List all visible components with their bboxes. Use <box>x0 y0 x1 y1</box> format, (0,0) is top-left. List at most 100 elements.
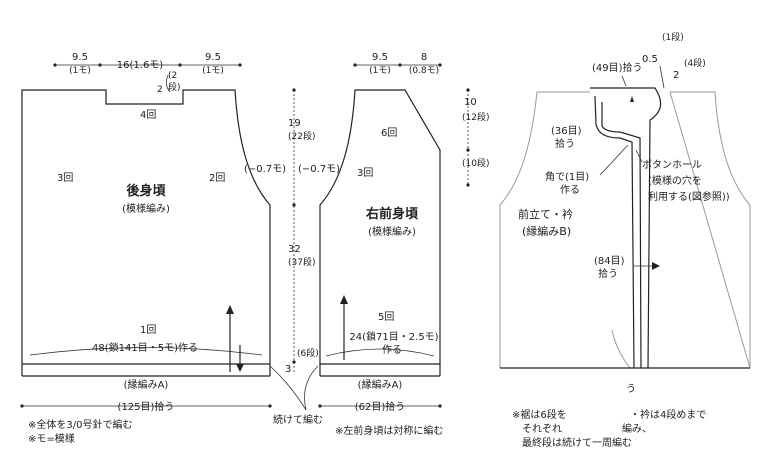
dim-dot <box>398 63 402 67</box>
back-pattern: (模様編み) <box>122 202 170 215</box>
back-rep-left: 3回 <box>57 172 73 184</box>
front-dim-right-sub: (0.8モ) <box>409 66 439 76</box>
center-h1: 19 <box>288 118 301 129</box>
dim-dot <box>292 88 296 92</box>
band-title-a: 前立て・衿 <box>518 207 573 221</box>
center-h1-rows: (22段) <box>288 130 315 142</box>
dim-dot <box>268 404 272 408</box>
dim-dot <box>438 63 442 67</box>
continue-curve <box>304 365 319 411</box>
back-piece: 9.5 (1モ) 16(1.6モ) 9.5 (1モ) 2 (2 段) 4回 3回… <box>20 52 272 413</box>
front-bottom-note: 24(鎖71目・2.5モ) <box>349 330 438 343</box>
note-right-1b: ・衿は4段めまで <box>630 408 706 421</box>
back-pickup: (125目)拾う <box>118 400 175 413</box>
arrow-head <box>652 262 660 270</box>
note-right-2b: 編み、 <box>622 422 652 435</box>
front-hem-curve <box>325 348 435 357</box>
pointer-line <box>635 149 643 163</box>
band-inner-line <box>601 102 642 369</box>
band-top-rows-b: (1段) <box>662 31 684 43</box>
band-side-b: (4段) <box>684 57 706 69</box>
band-piece: (49目)拾う 0.5 (1段) 2 (4段) (36目) 拾う 角で(1目) … <box>499 31 751 395</box>
front-pattern: (模様編み) <box>368 225 416 238</box>
front-border: (縁編みA) <box>358 378 403 391</box>
front-dim-left-sub: (1モ) <box>369 66 391 76</box>
center-h3-rows: (6段) <box>297 347 319 359</box>
note-right-3: 最終段は続けて一周編む <box>522 436 632 449</box>
center-h2: 32 <box>288 244 301 255</box>
center-h3: 3 <box>285 364 291 375</box>
dim-dot <box>318 404 322 408</box>
note-right-1: ※裾は6段を <box>512 408 567 421</box>
dim-dot <box>353 63 357 67</box>
front-bottom-note-2: 作る <box>382 344 402 356</box>
dim-dot <box>466 88 470 92</box>
neck-rows-bracket <box>166 74 171 93</box>
arrow-head <box>226 305 234 314</box>
back-rep-bottom: 1回 <box>140 324 156 336</box>
dim-dot <box>178 63 182 67</box>
dim-dot <box>292 203 296 207</box>
pointer-line <box>659 65 665 89</box>
back-bottom-note: 48(鎖141目・5モ)作る <box>92 341 198 354</box>
front-rep-top: 6回 <box>381 127 397 139</box>
back-hem-curve <box>29 347 263 356</box>
front-dim-left: 9.5 <box>372 52 388 63</box>
back-dim-right: 9.5 <box>205 52 221 63</box>
front-outline <box>319 89 441 365</box>
front-rep-bottom: 5回 <box>378 311 394 323</box>
band-pickup-top: (49目)拾う <box>592 61 643 74</box>
arrow-head <box>630 96 634 102</box>
front-right-h1: 10 <box>464 97 477 108</box>
back-neck-rows-a: 2 <box>157 85 163 95</box>
pointer-line <box>621 75 627 87</box>
dim-dot <box>238 63 242 67</box>
continue-curve <box>269 365 307 411</box>
back-neck-rows-b: (2 <box>168 71 177 81</box>
dim-dot <box>466 183 470 187</box>
band-side-a: 2 <box>673 70 679 81</box>
front-rep-left: 3回 <box>357 167 373 179</box>
front-pickup: (62目)拾う <box>355 400 406 413</box>
back-dim-center: 16(1.6モ) <box>117 60 164 71</box>
note-right-2: それぞれ <box>522 423 562 435</box>
arrow-head <box>340 295 348 304</box>
band-mark: う <box>626 383 636 395</box>
band-mid-line <box>594 95 635 369</box>
notes: ※全体を3/0号針で編む ※モ=模様 ※左前身頃は対称に編む ※裾は6段を ・衿… <box>28 408 706 449</box>
arrow-head <box>236 364 244 372</box>
back-dim-left: 9.5 <box>72 52 88 63</box>
center-dimensions: 19 (22段) 32 (37段) 3 (6段) (−0.7モ) (−0.7モ)… <box>244 88 340 426</box>
dim-dot <box>466 148 470 152</box>
band-outer-line <box>590 87 662 369</box>
dim-dot <box>292 360 296 364</box>
band-corner-b: 作る <box>560 184 580 196</box>
band-top-rows: 0.5 <box>642 54 658 65</box>
back-border: (縁編みA) <box>124 378 169 391</box>
pointer-line <box>599 144 629 176</box>
band-body-outline <box>499 91 751 369</box>
front-piece: 9.5 (1モ) 8 (0.8モ) 6回 3回 右前身頃 (模様編み) 5回 2… <box>318 52 489 413</box>
note-center-1: ※左前身頃は対称に編む <box>335 424 443 437</box>
front-title: 右前身頃 <box>365 206 419 222</box>
back-dim-right-sub: (1モ) <box>202 66 224 76</box>
band-button-b: (模様の穴を <box>648 174 702 187</box>
back-neck-rows-c: 段) <box>168 81 181 93</box>
dim-dot <box>20 404 24 408</box>
dim-dot <box>438 404 442 408</box>
front-dim-right: 8 <box>421 52 427 63</box>
note-left-2: ※モ=模様 <box>28 432 75 445</box>
band-pickup-mid: (36目) <box>551 126 582 137</box>
band-button-a: ボタンホール <box>642 159 702 171</box>
back-outline <box>21 89 271 365</box>
band-corner-a: 角で(1目) <box>545 171 589 183</box>
band-button-c: 利用する(図参照)) <box>648 190 730 203</box>
dim-dot <box>98 63 102 67</box>
band-pickup-low-2: 拾う <box>598 267 618 280</box>
front-right-h2: (10段) <box>462 157 489 169</box>
center-continue: 続けて編む <box>273 413 323 426</box>
back-rep-right: 2回 <box>209 172 225 184</box>
back-rep-neck: 4回 <box>140 109 156 121</box>
front-right-h1-rows: (12段) <box>462 111 489 123</box>
